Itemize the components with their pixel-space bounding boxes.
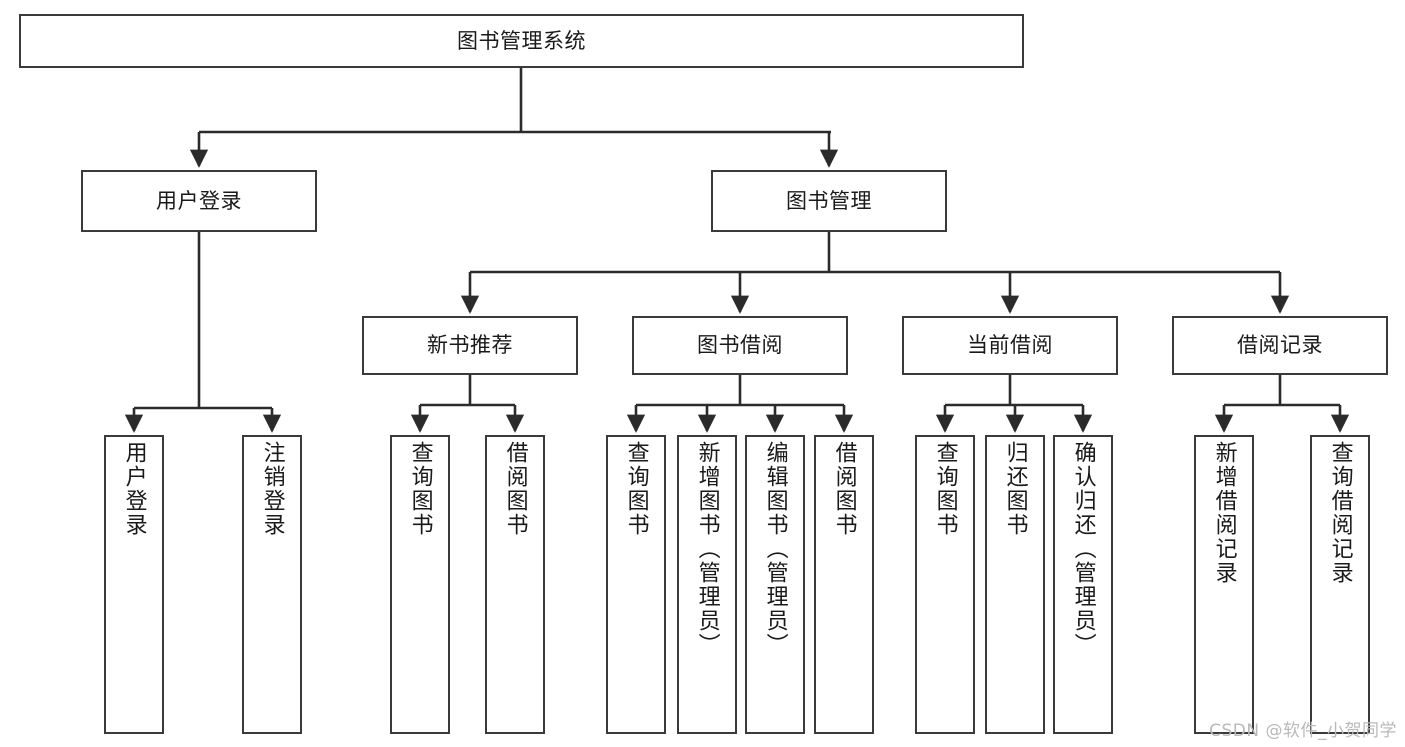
node-leaf-borrow-book-1[interactable]: 借阅图书 (485, 435, 545, 734)
node-label: 借阅图书 (502, 441, 528, 537)
node-label: 图书管理系统 (457, 28, 586, 53)
node-label: 查询借阅记录 (1327, 441, 1353, 585)
node-label: 图书管理 (786, 188, 872, 213)
node-label: 注销登录 (259, 441, 285, 537)
node-leaf-add-book[interactable]: 新增图书（管理员） (677, 435, 737, 734)
node-new-book-recommend[interactable]: 新书推荐 (362, 316, 578, 375)
node-leaf-query-record[interactable]: 查询借阅记录 (1310, 435, 1370, 734)
node-label: 编辑图书（管理员） (762, 441, 788, 657)
node-leaf-return-book[interactable]: 归还图书 (985, 435, 1045, 734)
node-leaf-logout[interactable]: 注销登录 (242, 435, 302, 734)
node-label: 图书借阅 (697, 333, 783, 358)
node-borrow-record[interactable]: 借阅记录 (1172, 316, 1388, 375)
node-leaf-query-book-2[interactable]: 查询图书 (606, 435, 666, 734)
node-user-login[interactable]: 用户登录 (81, 170, 317, 232)
node-root-book-management-system[interactable]: 图书管理系统 (19, 14, 1024, 68)
node-label: 当前借阅 (967, 333, 1053, 358)
node-label: 借阅记录 (1237, 333, 1323, 358)
node-label: 借阅图书 (831, 441, 857, 537)
node-book-borrow[interactable]: 图书借阅 (632, 316, 848, 375)
node-label: 归还图书 (1002, 441, 1028, 537)
node-current-borrow[interactable]: 当前借阅 (902, 316, 1118, 375)
node-label: 查询图书 (623, 441, 649, 537)
node-leaf-query-book-3[interactable]: 查询图书 (915, 435, 975, 734)
watermark-text: CSDN @软件_小贺同学 (1209, 721, 1397, 741)
node-leaf-query-book-1[interactable]: 查询图书 (390, 435, 450, 734)
node-label: 查询图书 (407, 441, 433, 537)
node-label: 新增借阅记录 (1211, 441, 1237, 585)
node-leaf-add-record[interactable]: 新增借阅记录 (1194, 435, 1254, 734)
node-label: 新书推荐 (427, 333, 513, 358)
node-label: 查询图书 (932, 441, 958, 537)
node-label: 新增图书（管理员） (694, 441, 720, 657)
node-label: 确认归还（管理员） (1070, 441, 1096, 657)
node-leaf-borrow-book-2[interactable]: 借阅图书 (814, 435, 874, 734)
node-leaf-confirm-return[interactable]: 确认归还（管理员） (1053, 435, 1113, 734)
node-leaf-user-login[interactable]: 用户登录 (104, 435, 164, 734)
node-label: 用户登录 (156, 188, 242, 213)
node-book-management[interactable]: 图书管理 (711, 170, 947, 232)
node-leaf-edit-book[interactable]: 编辑图书（管理员） (745, 435, 805, 734)
node-label: 用户登录 (121, 441, 147, 537)
